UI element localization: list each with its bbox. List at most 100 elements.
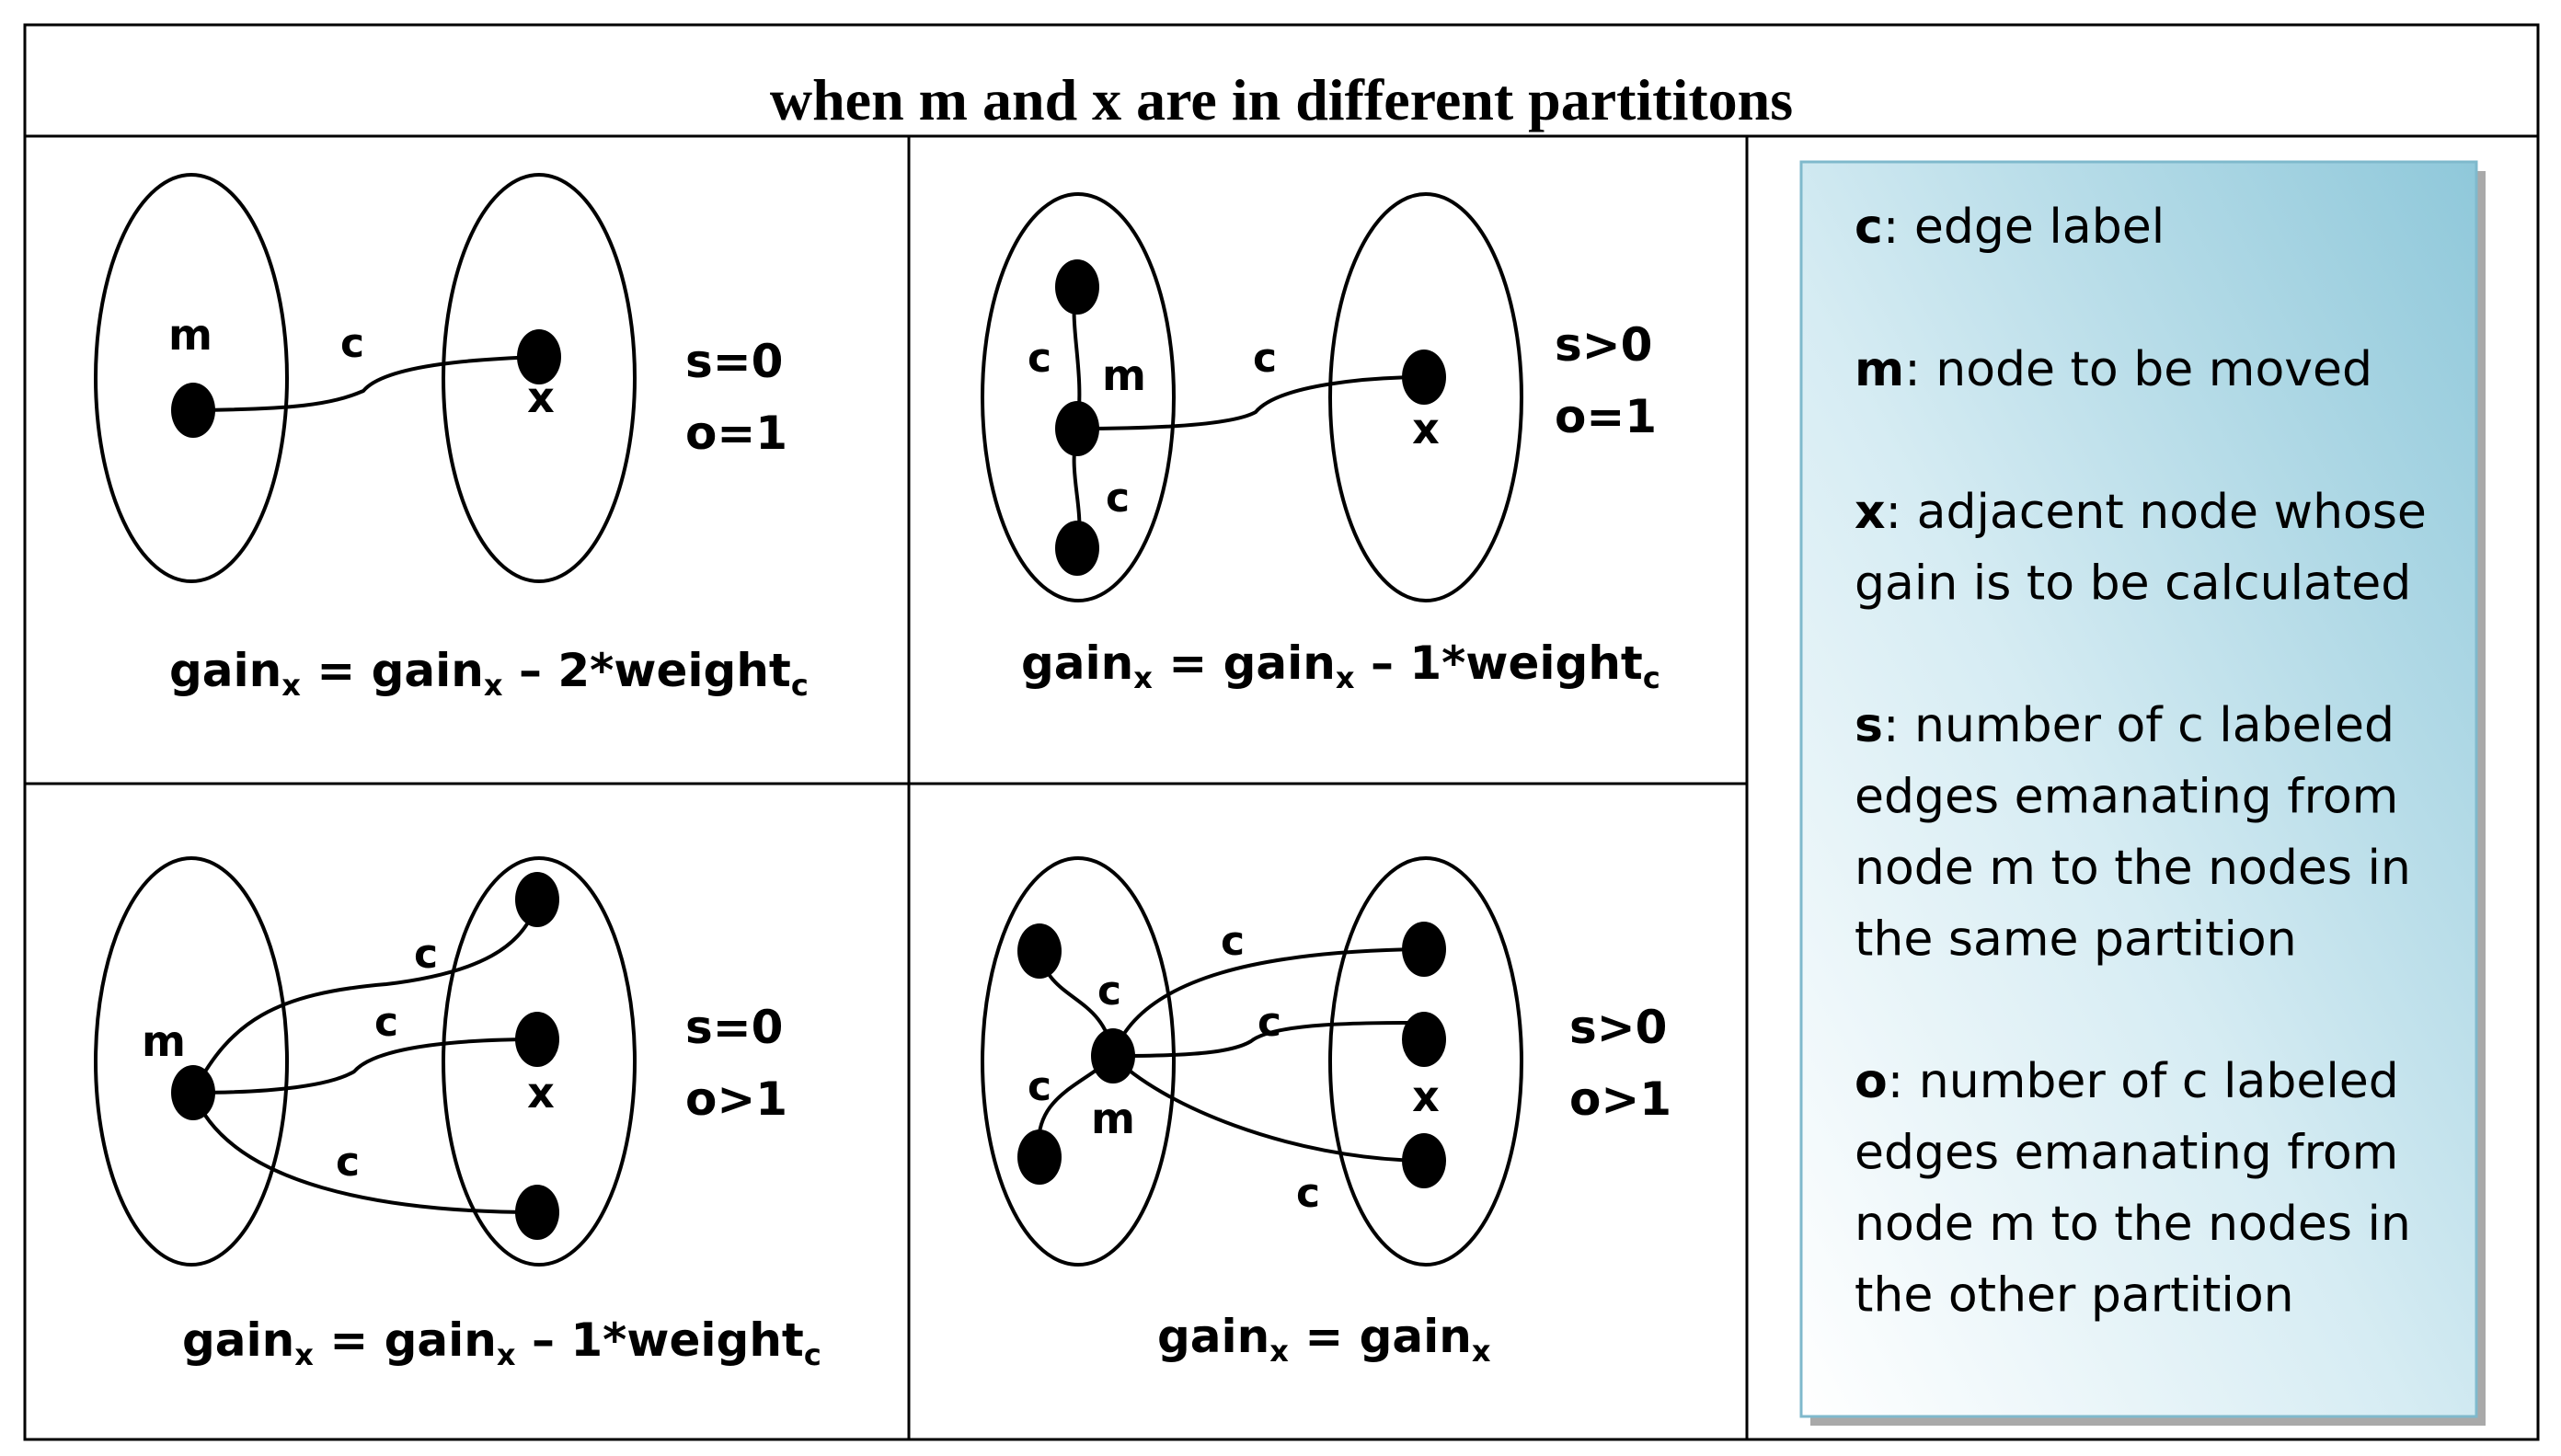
- edge-m-other-top: [1111, 947, 1425, 1057]
- o-value: o=1: [1555, 390, 1657, 443]
- legend-box: [1799, 160, 2478, 1418]
- node-x-label: x: [1412, 404, 1440, 453]
- legend-description: the same partition: [1855, 912, 2297, 968]
- node-x-label: x: [1412, 1072, 1440, 1121]
- legend-entry-m: m: node to be moved: [1855, 342, 2372, 397]
- edge-label: c: [1221, 918, 1245, 965]
- node-x-label: x: [527, 1068, 555, 1118]
- partition-left: [94, 173, 289, 583]
- partition-left: [981, 192, 1176, 602]
- legend-description: node m to the nodes in: [1855, 841, 2411, 896]
- node-same-partition: [1017, 1129, 1062, 1185]
- gain-formula: gainx = gainx – 2*weightc: [169, 644, 809, 703]
- edge-m-top: [191, 900, 539, 1094]
- legend-description: : adjacent node whose: [1886, 485, 2427, 540]
- gain-formula: gainx = gainx: [1157, 1310, 1491, 1369]
- legend-entries: c: edge label m: node to be moved x: adjac…: [1855, 200, 2427, 1324]
- edge-m-x: [192, 1038, 538, 1095]
- legend-description: edges emanating from: [1855, 770, 2398, 825]
- o-value: o>1: [1569, 1072, 1671, 1126]
- legend-entry-line: the same partition: [1855, 912, 2297, 968]
- legend-entry-line: node m to the nodes in: [1855, 1197, 2411, 1252]
- legend-description: node m to the nodes in: [1855, 1197, 2411, 1252]
- edge-label: c: [1028, 335, 1051, 382]
- edge-label: c: [1253, 335, 1277, 382]
- node-x: [1402, 350, 1446, 405]
- legend-entry-line: the other partition: [1855, 1268, 2294, 1324]
- legend-description: edges emanating from: [1855, 1126, 2398, 1181]
- edge-m-x: [1112, 1021, 1425, 1058]
- partition-right: [442, 173, 637, 583]
- node-other-partition: [515, 1185, 559, 1240]
- s-value: s>0: [1555, 318, 1652, 372]
- node-other-partition: [1402, 922, 1446, 977]
- legend-description: : number of c labeled: [1888, 1054, 2399, 1109]
- legend-description: : number of c labeled: [1883, 698, 2394, 753]
- partition-right: [442, 856, 637, 1267]
- node-m: [171, 383, 215, 438]
- node-same-partition: [1055, 521, 1099, 576]
- node-m: [1055, 401, 1099, 456]
- partition-left: [981, 856, 1176, 1267]
- edge-label: c: [374, 999, 398, 1046]
- legend-description: : edge label: [1883, 200, 2165, 255]
- node-x: [517, 329, 561, 384]
- node-m-label: m: [142, 1016, 186, 1066]
- s-value: s>0: [1569, 1001, 1667, 1054]
- node-other-partition: [515, 872, 559, 927]
- legend-key: x: [1855, 485, 1886, 540]
- node-x-label: x: [527, 373, 555, 422]
- edge-label: c: [1106, 475, 1130, 522]
- legend-key: m: [1855, 342, 1904, 397]
- node-m: [171, 1065, 215, 1120]
- diagram-title: when m and x are in different partititon…: [770, 67, 1793, 132]
- legend-description: the other partition: [1855, 1268, 2294, 1324]
- gain-formula: gainx = gainx – 1*weightc: [182, 1313, 821, 1372]
- o-value: o=1: [685, 407, 787, 460]
- panel-4: m x c c c c c s>0 o>1 gainx = gainx: [981, 856, 1671, 1369]
- edge-label: c: [340, 320, 364, 367]
- edge-m-x: [1076, 375, 1425, 430]
- edge-label: c: [1258, 999, 1281, 1046]
- gain-formula: gainx = gainx – 1*weightc: [1021, 636, 1660, 695]
- node-m-label: m: [1091, 1094, 1135, 1143]
- legend-entry-line: edges emanating from: [1855, 1126, 2398, 1181]
- s-value: s=0: [685, 1001, 783, 1054]
- node-other-partition: [1402, 1133, 1446, 1188]
- node-m-label: m: [1102, 350, 1146, 400]
- panel-1: m x c s=0 o=1 gainx = gainx – 2*weightc: [94, 173, 809, 703]
- legend-entry-line: node m to the nodes in: [1855, 841, 2411, 896]
- legend-description: : node to be moved: [1904, 342, 2372, 397]
- legend-key: c: [1855, 200, 1883, 255]
- legend-entry-c: c: edge label: [1855, 200, 2165, 255]
- edge-m-other-bottom: [1111, 1054, 1425, 1163]
- legend-entry-line: gain is to be calculated: [1855, 556, 2411, 612]
- panel-3: m x c c c s=0 o>1 gainx = gainx – 1*weig…: [94, 856, 821, 1372]
- node-same-partition: [1055, 259, 1099, 315]
- legend-description: gain is to be calculated: [1855, 556, 2411, 612]
- legend-entry-x: x: adjacent node whose: [1855, 485, 2427, 540]
- o-value: o>1: [685, 1072, 787, 1126]
- s-value: s=0: [685, 335, 783, 388]
- partition-right: [1328, 192, 1523, 602]
- partition-right: [1328, 856, 1523, 1267]
- node-m-label: m: [168, 310, 212, 360]
- legend-panel: c: edge label m: node to be moved x: adjac…: [1799, 160, 2486, 1426]
- legend-entry-s: s: number of c labeled: [1855, 698, 2394, 753]
- edge-label: c: [336, 1139, 360, 1186]
- table-grid: [23, 23, 2540, 1441]
- edge-label: c: [1028, 1063, 1051, 1110]
- edge-m-bottom: [191, 1092, 538, 1214]
- edge-label: c: [414, 931, 438, 978]
- edge-label: c: [1097, 968, 1121, 1015]
- edge-m-x: [192, 355, 540, 412]
- legend-entry-o: o: number of c labeled: [1855, 1054, 2399, 1109]
- panel-2: m x c c c s>0 o=1 gainx = gainx – 1*weig…: [981, 192, 1660, 695]
- node-x: [1402, 1012, 1446, 1067]
- node-x: [515, 1012, 559, 1067]
- node-same-partition: [1017, 923, 1062, 979]
- node-m: [1091, 1028, 1135, 1083]
- legend-entry-line: edges emanating from: [1855, 770, 2398, 825]
- legend-key: s: [1855, 698, 1883, 753]
